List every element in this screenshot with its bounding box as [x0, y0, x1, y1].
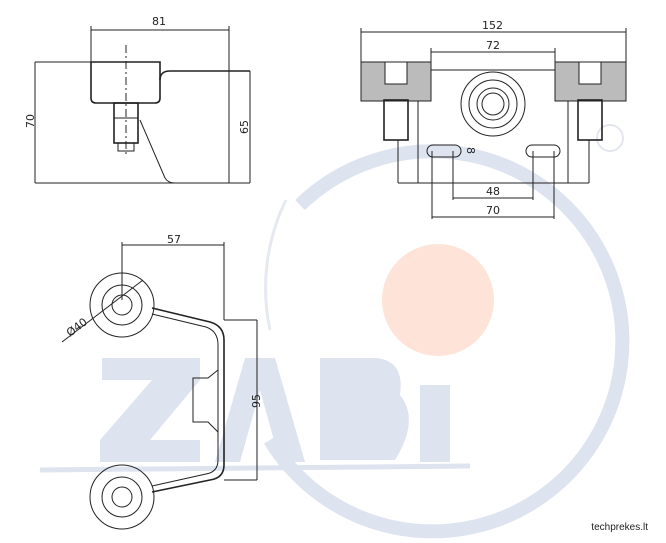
top-view: 57 Ø40 95: [61, 233, 263, 530]
dim-70: 70: [24, 114, 37, 128]
dim-8: 8: [464, 147, 477, 154]
dim-152: 152: [482, 19, 503, 32]
zabi-watermark-logo: [39, 124, 630, 539]
side-view: 81 70 65: [24, 15, 251, 184]
site-credit: techprekes.lt: [591, 522, 648, 533]
dim-48: 48: [486, 185, 500, 198]
dim-70-slots: 70: [486, 204, 500, 217]
dim-65: 65: [238, 120, 251, 134]
dim-diameter-40: Ø40: [64, 315, 90, 339]
dim-81: 81: [152, 15, 166, 28]
dim-57: 57: [167, 233, 181, 246]
front-view: 152 72 8 48 70: [360, 19, 627, 219]
dim-95: 95: [250, 394, 263, 408]
dim-72: 72: [486, 39, 500, 52]
